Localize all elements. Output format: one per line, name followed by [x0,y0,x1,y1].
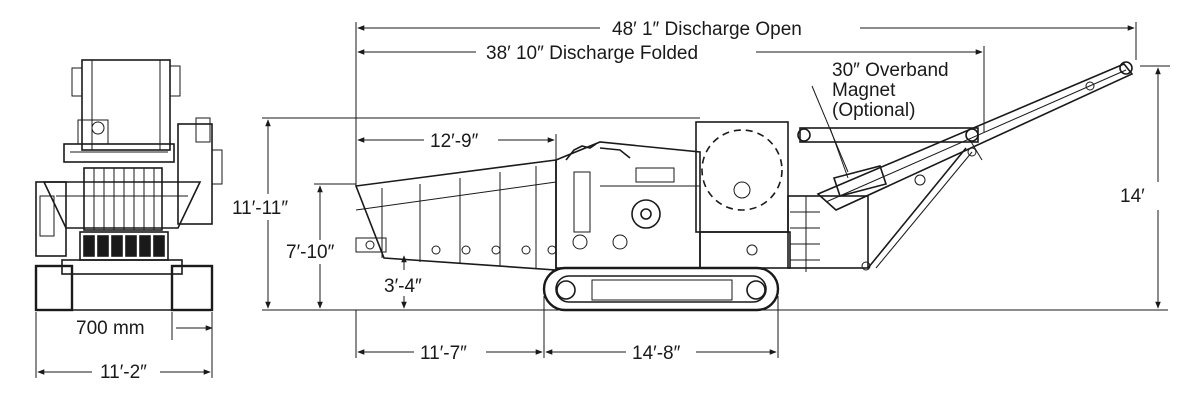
magnet-callout: 30″ Overband Magnet (Optional) [811,60,949,173]
magnet-label-line1: 30″ Overband [832,60,949,81]
track-length-label: 14′-8″ [632,343,681,364]
magnet-label-line3: (Optional) [832,100,915,121]
track-width-label: 700 mm [76,318,145,339]
front-to-track-dimension: 11′-7″ [355,296,779,364]
discharge-open-dimension: 48′ 1″ Discharge Open [355,19,1137,186]
overall-height-dimension: 11′-11″ [232,117,700,311]
discharge-height-dimension: 14′ [1120,65,1170,309]
magnet-label-line2: Magnet [832,80,896,101]
hopper-height-label: 7′-10″ [286,242,335,263]
hopper-height-dimension: 7′-10″ [286,183,356,309]
track-length-dimension: 14′-8″ [545,343,777,364]
side-view-machine [300,61,1168,312]
discharge-open-label: 48′ 1″ Discharge Open [612,19,802,40]
front-view-machine [34,59,223,312]
front-to-track-label: 11′-7″ [420,343,467,364]
feed-height-label: 3′-4″ [384,276,422,297]
track-width-dimension: 700 mm 11′-2″ [35,312,213,383]
overall-height-label: 11′-11″ [232,198,288,219]
hopper-length-label: 12′-9″ [430,131,479,152]
overall-width-label: 11′-2″ [100,362,147,383]
discharge-height-label: 14′ [1120,186,1145,207]
discharge-folded-dimension: 38′ 10″ Discharge Folded [357,43,985,132]
discharge-folded-label: 38′ 10″ Discharge Folded [486,43,698,64]
hopper-length-dimension: 12′-9″ [357,131,557,160]
feed-height-dimension: 3′-4″ [384,255,422,309]
